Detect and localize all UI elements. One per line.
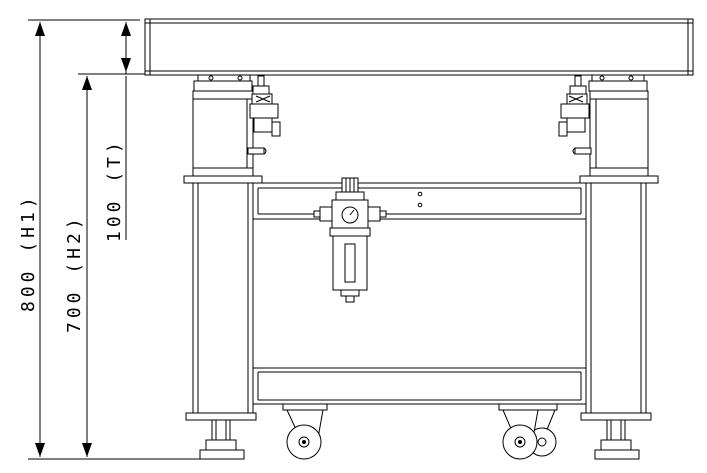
left-leg bbox=[183, 90, 263, 421]
left-isolator-mount bbox=[193, 74, 253, 92]
dimension-t: 100 (T) bbox=[104, 22, 131, 242]
right-leg bbox=[579, 90, 659, 421]
right-isolator-mount bbox=[588, 74, 648, 92]
dimension-h2: 700 (H2) bbox=[64, 73, 145, 457]
dimension-label-t: 100 (T) bbox=[104, 138, 125, 242]
left-caster bbox=[282, 403, 328, 460]
left-air-valve bbox=[247, 75, 281, 155]
lower-crossbar bbox=[252, 367, 587, 405]
filter-regulator bbox=[313, 177, 387, 303]
right-leveling-foot bbox=[594, 419, 640, 460]
right-air-valve bbox=[558, 75, 592, 155]
upper-crossbar bbox=[252, 182, 587, 220]
table-top bbox=[144, 18, 694, 76]
right-caster bbox=[498, 403, 558, 460]
dimension-h1: 800 (H1) bbox=[18, 19, 200, 460]
dimension-label-h2: 700 (H2) bbox=[64, 214, 85, 333]
left-leveling-foot bbox=[199, 419, 245, 460]
dimension-label-h1: 800 (H1) bbox=[18, 193, 39, 312]
